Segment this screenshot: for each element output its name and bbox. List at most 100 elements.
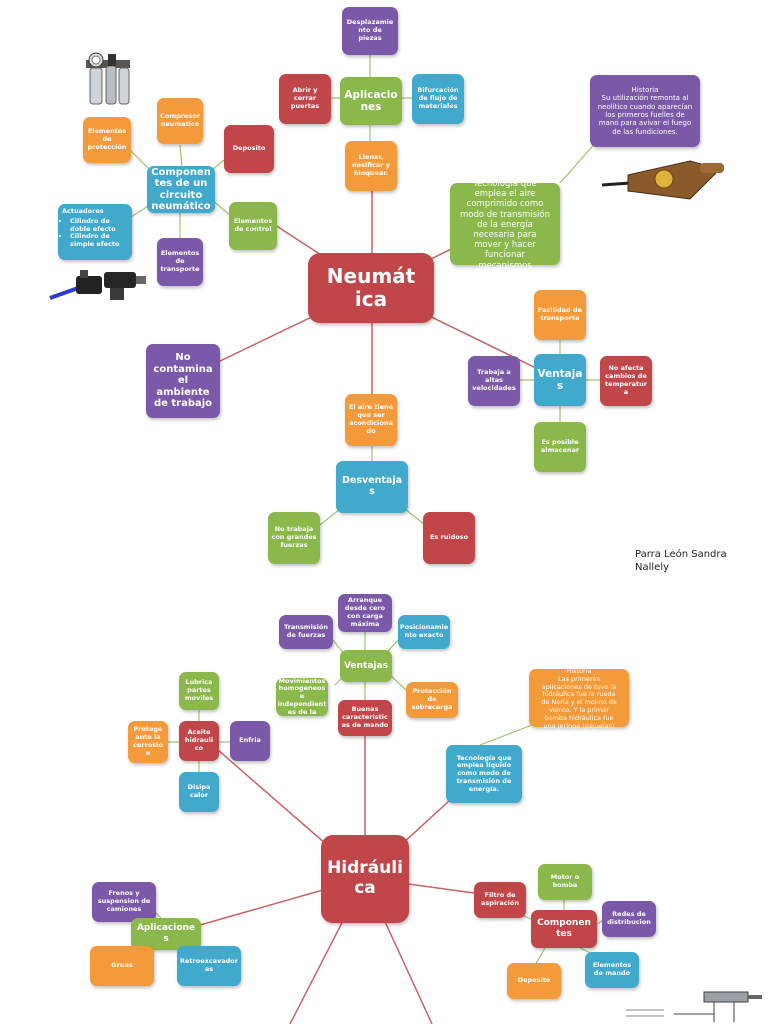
- neumatica-title: Neumát ica: [326, 264, 416, 311]
- neumatica-facilidad-node: Facilidad de transporte: [534, 290, 586, 340]
- node-label: Ventajas: [344, 660, 388, 671]
- node-label: Facilidad de transporte: [538, 306, 582, 322]
- neumatica-temperatura-node: No afecta cambios de temperatur a: [600, 356, 652, 406]
- node-label: Motor o bomba: [550, 873, 580, 889]
- hidraulica-buenas-node: Buenas caracteristic as de mando: [338, 700, 392, 736]
- node-label: Elementos de control: [233, 217, 273, 233]
- node-label: Filtro de aspiración: [481, 891, 519, 907]
- node-label: Gruas: [111, 961, 133, 970]
- hidraulica-filtro-node: Filtro de aspiración: [474, 882, 526, 918]
- hidraulica-gruas-node: Gruas: [90, 946, 154, 986]
- neumatica-control-node: Elementos de control: [229, 202, 277, 250]
- hidraulica-deposito-node: Deposito: [507, 963, 561, 999]
- author-name: Parra León Sandra Nallely: [635, 549, 727, 573]
- node-label: Componen tes: [537, 918, 591, 939]
- connector: [211, 159, 225, 171]
- hidraulica-frenos-node: Frenos y suspension de camiones: [92, 882, 156, 922]
- node-label: Tecnología que emplea el aire comprimido…: [460, 179, 550, 271]
- node-label: No afecta cambios de temperatur a: [605, 364, 647, 396]
- node-label: El aire tiene que ser acondiciona do: [348, 403, 394, 435]
- hidraulica-redes-node: Redes de distribucion: [602, 901, 656, 937]
- node-label: Elementos de transporte: [160, 249, 200, 273]
- hidraulica-motor-node: Motor o bomba: [538, 864, 592, 900]
- actuador-item: Cilindro de simple efecto: [70, 233, 128, 249]
- node-label: Deposito: [517, 976, 551, 985]
- neumatica-actuadores-node: Actuadores Cilindro de doble efecto Cili…: [58, 204, 132, 260]
- node-label: Llenar, dosificar y bloquear.: [352, 153, 390, 177]
- neumatica-proteccion-node: Elementos de protección: [83, 117, 131, 163]
- hidraulica-ventajas-node: Ventajas: [340, 650, 392, 682]
- node-label: Arranque desde cero con carga máxima: [344, 596, 386, 628]
- neumatica-no-contamina-node: No contamina el ambiente de trabajo: [146, 344, 220, 418]
- connector: [179, 144, 183, 169]
- node-label: Componen tes de un circuito neumático: [151, 166, 211, 213]
- neumatica-velocidades-node: Trabaja a altas velocidades: [468, 356, 520, 406]
- node-label: Protege ante la corrosio n: [133, 725, 163, 757]
- node-label: Buenas caracteristic as de mando: [341, 705, 389, 729]
- hydraulic-circuit-image: [626, 991, 762, 1022]
- node-label: No contamina el ambiente de trabajo: [153, 352, 213, 410]
- node-label: Ventaja s: [537, 367, 583, 392]
- neumatica-desplazamiento-node: Desplazamie nto de piezas: [342, 7, 398, 55]
- hidraulica-posicionamiento-node: Posicionamie nto exacto: [398, 615, 450, 649]
- connector: [389, 674, 407, 691]
- node-label: Bifurcación de flujo de materiales: [417, 86, 459, 110]
- neumatica-central-node: Neumát ica: [308, 253, 434, 323]
- node-label: Redes de distribucion: [607, 910, 651, 926]
- neumatica-almacenar-node: Es posible almacenar: [534, 422, 586, 472]
- neumatica-grandes-fuerzas-node: No trabaja con grandes fuerzas: [268, 512, 320, 564]
- node-label: Protección de sobrecarga: [411, 687, 453, 711]
- node-label: Retroexcavador as: [180, 957, 238, 973]
- hidraulica-lubrica-node: Lubrica partes moviles: [179, 672, 219, 710]
- node-label: Aceite hidrauli co: [184, 728, 214, 752]
- connector: [595, 919, 604, 926]
- hidraulica-retroexcavadoras-node: Retroexcavador as: [177, 946, 241, 986]
- node-label: Compresor neumatico: [160, 112, 200, 128]
- node-label: Tecnología que emplea líquido como modo …: [456, 753, 512, 793]
- hidraulica-homogeneos-node: Movimientos homogeneos e independient es…: [276, 678, 328, 716]
- node-label: Enfria: [239, 736, 261, 745]
- hidraulica-definicion-node: Tecnología que emplea líquido como modo …: [446, 745, 522, 803]
- hidraulica-transmision-node: Transmisión de fuerzas: [279, 615, 333, 649]
- neumatica-historia-node: Historia Su utilización remonta al neolí…: [590, 75, 700, 147]
- node-label: Frenos y suspension de camiones: [97, 889, 151, 913]
- hand-bellows-image: [601, 160, 724, 200]
- node-label: Lubrica partes moviles: [184, 678, 214, 702]
- neumatica-compresor-node: Compresor neumatico: [157, 98, 203, 144]
- node-label: Historia Las primeras aplicaciones de tu…: [541, 667, 617, 730]
- hidraulica-arranque-node: Arranque desde cero con carga máxima: [338, 594, 392, 632]
- hidraulica-protege-node: Protege ante la corrosio n: [128, 721, 168, 763]
- node-label: Elementos de mando: [592, 961, 632, 977]
- node-label: Aplicacione s: [136, 923, 196, 944]
- pneumatic-cylinders-image: [49, 270, 146, 300]
- neumatica-abrir-node: Abrir y cerrar puertas: [279, 74, 331, 124]
- node-label: Trabaja a altas velocidades: [472, 368, 516, 392]
- neumatica-deposito-node: Deposito: [224, 125, 274, 173]
- node-label: Desplazamie nto de piezas: [346, 18, 394, 42]
- hidraulica-componentes-node: Componen tes: [531, 910, 597, 948]
- connector: [559, 139, 599, 184]
- neumatica-acondicionado-node: El aire tiene que ser acondiciona do: [345, 394, 397, 446]
- neumatica-desventajas-node: Desventaja s: [336, 461, 408, 513]
- node-label: Posicionamie nto exacto: [399, 623, 449, 639]
- node-label: Es ruidoso: [429, 533, 469, 542]
- hidraulica-title: Hidráuli ca: [327, 858, 403, 898]
- neumatica-definicion-node: Tecnología que emplea el aire comprimido…: [450, 179, 560, 271]
- node-label: Disipa calor: [187, 783, 211, 799]
- node-label: Aplicacio nes: [344, 88, 398, 113]
- node-label: Movimientos homogeneos e independient es…: [277, 678, 327, 716]
- node-label: Elementos de protección: [87, 127, 127, 151]
- neumatica-transporte-node: Elementos de transporte: [157, 238, 203, 286]
- neumatica-llenar-node: Llenar, dosificar y bloquear.: [345, 141, 397, 191]
- connector: [479, 721, 541, 746]
- node-label: Abrir y cerrar puertas: [290, 86, 320, 110]
- hidraulica-aplicaciones-node: Aplicacione s: [131, 918, 201, 950]
- hidraulica-enfria-node: Enfria: [230, 721, 270, 761]
- hidraulica-historia-node: Historia Las primeras aplicaciones de tu…: [529, 667, 629, 730]
- node-label: Es posible almacenar: [540, 438, 580, 454]
- hidraulica-disipa-node: Disipa calor: [179, 772, 219, 812]
- node-label: No trabaja con grandes fuerzas: [271, 525, 317, 549]
- neumatica-componentes-node: Componen tes de un circuito neumático: [147, 166, 215, 213]
- actuador-item: Cilindro de doble efecto: [70, 217, 128, 234]
- neumatica-ruidoso-node: Es ruidoso: [423, 512, 475, 564]
